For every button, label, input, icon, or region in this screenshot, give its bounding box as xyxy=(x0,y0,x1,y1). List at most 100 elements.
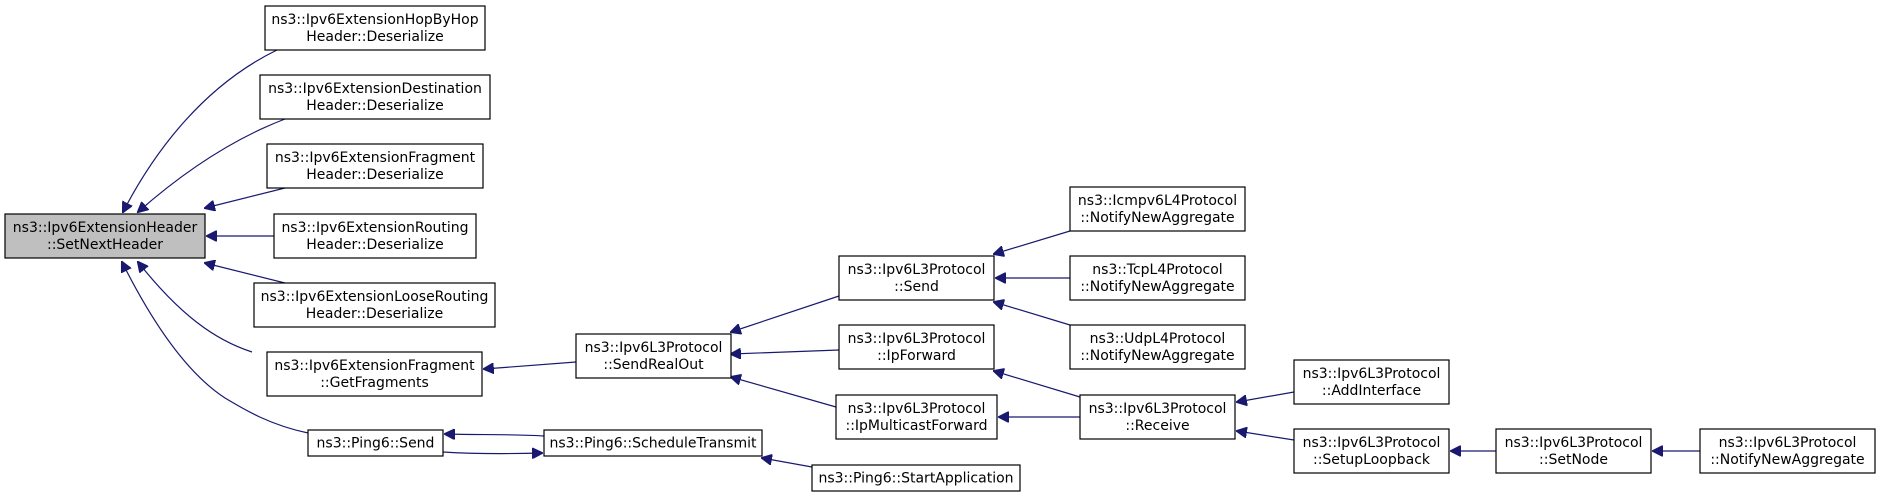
node-box xyxy=(266,351,483,397)
node-l3-send[interactable]: ns3::Ipv6L3Protocol::Send xyxy=(838,255,995,301)
node-box xyxy=(259,74,491,120)
edge-fragment-deser-to-setnextheader xyxy=(205,187,286,208)
node-box xyxy=(264,5,486,51)
node-box xyxy=(1293,359,1450,405)
node-label-line: ns3::Ipv6L3Protocol xyxy=(848,262,986,278)
node-getfragments[interactable]: ns3::Ipv6ExtensionFragment::GetFragments xyxy=(266,351,483,397)
node-label-line: ns3::Ipv6L3Protocol xyxy=(1303,366,1441,382)
node-label-line: ::SetNextHeader xyxy=(47,237,163,253)
node-label-line: ns3::Ping6::ScheduleTransmit xyxy=(550,436,757,452)
node-label-line: ns3::Ipv6L3Protocol xyxy=(1089,401,1227,417)
node-sendrealout[interactable]: ns3::Ipv6L3Protocol::SendRealOut xyxy=(575,333,732,379)
node-label-line: ns3::Ping6::StartApplication xyxy=(818,471,1013,487)
node-looserouting[interactable]: ns3::Ipv6ExtensionLooseRoutingHeader::De… xyxy=(253,282,496,328)
edge-addinterface-to-receive xyxy=(1237,391,1295,402)
node-schedule[interactable]: ns3::Ping6::ScheduleTransmit xyxy=(543,429,763,457)
edge-looserouting-to-setnextheader xyxy=(205,263,286,284)
node-label-line: ns3::Ipv6ExtensionLooseRouting xyxy=(261,289,489,305)
edge-schedule-to-ping6-send xyxy=(445,434,545,436)
node-box xyxy=(253,282,496,328)
node-label-line: ::AddInterface xyxy=(1322,383,1421,399)
node-label-line: ns3::Ipv6ExtensionFragment xyxy=(274,358,475,374)
node-label-line: ns3::Ping6::Send xyxy=(317,436,435,452)
node-routing[interactable]: ns3::Ipv6ExtensionRoutingHeader::Deseria… xyxy=(273,213,477,259)
node-box xyxy=(1293,428,1450,474)
node-box xyxy=(307,429,444,457)
node-receive[interactable]: ns3::Ipv6L3Protocol::Receive xyxy=(1079,394,1236,440)
edge-udp-nna-to-l3-send xyxy=(994,302,1071,326)
node-box xyxy=(1069,255,1246,301)
node-label-line: ns3::Ipv6L3Protocol xyxy=(1303,435,1441,451)
node-label-line: ::IpForward xyxy=(877,348,956,364)
node-label-line: ::SendRealOut xyxy=(603,357,704,373)
node-label-line: Header::Deserialize xyxy=(306,167,443,183)
edge-startapp-to-schedule xyxy=(762,458,813,468)
node-label-line: ::NotifyNewAggregate xyxy=(1080,348,1234,364)
node-label-line: ::Send xyxy=(894,279,939,295)
node-box xyxy=(838,255,995,301)
node-box xyxy=(835,394,998,440)
edge-ipmcast-to-sendrealout xyxy=(731,377,837,408)
node-label-line: ::Receive xyxy=(1125,418,1189,434)
node-box xyxy=(575,333,732,379)
node-box xyxy=(266,143,484,189)
node-label-line: Header::Deserialize xyxy=(306,98,443,114)
edge-destination-to-setnextheader xyxy=(138,118,286,212)
node-ipmcast[interactable]: ns3::Ipv6L3Protocol::IpMulticastForward xyxy=(835,394,998,440)
node-addinterface[interactable]: ns3::Ipv6L3Protocol::AddInterface xyxy=(1293,359,1450,405)
node-setnextheader[interactable]: ns3::Ipv6ExtensionHeader::SetNextHeader xyxy=(4,213,206,259)
node-box xyxy=(273,213,477,259)
node-box xyxy=(1079,394,1236,440)
node-fragment-deser[interactable]: ns3::Ipv6ExtensionFragmentHeader::Deseri… xyxy=(266,143,484,189)
node-label-line: ns3::Ipv6L3Protocol xyxy=(1719,435,1857,451)
node-label-line: ns3::Ipv6ExtensionRouting xyxy=(281,220,468,236)
edge-icmp-nna-to-l3-send xyxy=(994,230,1071,254)
node-setuploopback[interactable]: ns3::Ipv6L3Protocol::SetupLoopback xyxy=(1293,428,1450,474)
edge-getfragments-to-setnextheader xyxy=(138,262,253,353)
node-box xyxy=(543,429,763,457)
node-setnode[interactable]: ns3::Ipv6L3Protocol::SetNode xyxy=(1495,428,1652,474)
node-label-line: ::NotifyNewAggregate xyxy=(1080,279,1234,295)
node-box xyxy=(1069,186,1246,232)
node-ipforward[interactable]: ns3::Ipv6L3Protocol::IpForward xyxy=(838,324,995,370)
node-label-line: ns3::Ipv6L3Protocol xyxy=(848,331,986,347)
node-box xyxy=(4,213,206,259)
node-label-line: ::SetupLoopback xyxy=(1313,452,1431,468)
node-label-line: ::IpMulticastForward xyxy=(845,418,987,434)
node-tcp-nna[interactable]: ns3::TcpL4Protocol::NotifyNewAggregate xyxy=(1069,255,1246,301)
node-icmp-nna[interactable]: ns3::Icmpv6L4Protocol::NotifyNewAggregat… xyxy=(1069,186,1246,232)
node-label-line: ns3::Ipv6ExtensionFragment xyxy=(275,150,476,166)
node-box xyxy=(838,324,995,370)
node-label-line: ::GetFragments xyxy=(320,375,429,391)
edge-setuploopback-to-receive xyxy=(1237,431,1295,441)
edge-ipforward-to-sendrealout xyxy=(731,350,840,354)
node-label-line: ns3::Ipv6L3Protocol xyxy=(585,340,723,356)
node-startapp[interactable]: ns3::Ping6::StartApplication xyxy=(811,464,1021,492)
edge-l3-send-to-sendrealout xyxy=(731,295,840,332)
node-box xyxy=(811,464,1021,492)
node-label-line: Header::Deserialize xyxy=(306,306,443,322)
node-hopbyhop[interactable]: ns3::Ipv6ExtensionHopByHopHeader::Deseri… xyxy=(264,5,486,51)
node-label-line: ns3::Ipv6ExtensionHopByHop xyxy=(271,12,478,28)
node-label-line: Header::Deserialize xyxy=(306,29,443,45)
node-label-line: ::SetNode xyxy=(1539,452,1608,468)
node-label-line: ns3::Ipv6L3Protocol xyxy=(848,401,986,417)
node-label-line: ns3::Icmpv6L4Protocol xyxy=(1078,193,1237,209)
edge-receive-to-ipforward xyxy=(994,371,1081,398)
node-box xyxy=(1495,428,1652,474)
node-label-line: ns3::TcpL4Protocol xyxy=(1092,262,1222,278)
node-label-line: Header::Deserialize xyxy=(306,237,443,253)
edge-ping6-send-to-setnextheader xyxy=(122,262,309,434)
node-udp-nna[interactable]: ns3::UdpL4Protocol::NotifyNewAggregate xyxy=(1069,324,1246,370)
node-ping6-send[interactable]: ns3::Ping6::Send xyxy=(307,429,444,457)
node-l3-nna[interactable]: ns3::Ipv6L3Protocol::NotifyNewAggregate xyxy=(1699,428,1876,474)
edge-hopbyhop-to-setnextheader xyxy=(123,49,278,212)
edge-ping6-send-to-schedule xyxy=(442,452,542,454)
node-label-line: ns3::Ipv6ExtensionHeader xyxy=(13,220,198,236)
node-label-line: ns3::Ipv6L3Protocol xyxy=(1505,435,1643,451)
nodes-layer: ns3::Ipv6ExtensionHeader::SetNextHeadern… xyxy=(4,5,1876,492)
node-box xyxy=(1699,428,1876,474)
node-destination[interactable]: ns3::Ipv6ExtensionDestinationHeader::Des… xyxy=(259,74,491,120)
edge-sendrealout-to-getfragments xyxy=(484,361,577,369)
node-label-line: ns3::Ipv6ExtensionDestination xyxy=(268,81,482,97)
